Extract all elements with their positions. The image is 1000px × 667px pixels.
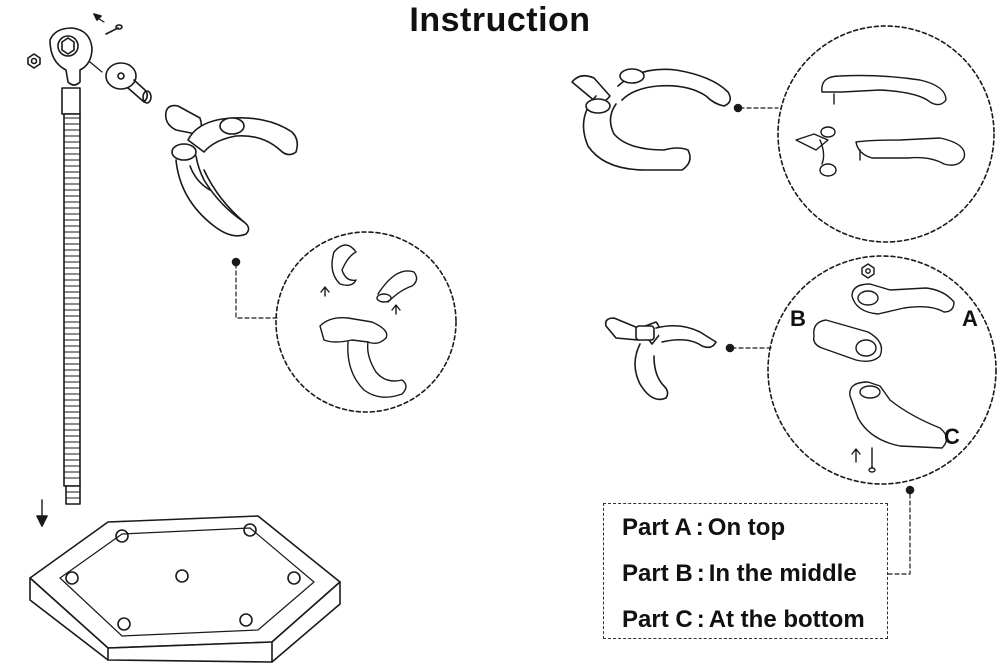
detail-callout-left	[275, 231, 457, 413]
legend-text: At the bottom	[708, 606, 865, 633]
small-screw-icon	[105, 24, 123, 35]
detail-callout-right-top	[777, 25, 995, 243]
legend-text: In the middle	[708, 560, 857, 587]
parts-legend: Part A:On top Part B:In the middle Part …	[603, 503, 888, 639]
disc-connector	[105, 62, 152, 104]
legend-sep: :	[696, 560, 705, 587]
hand-clamp-left	[164, 104, 299, 237]
legend-part: Part B	[622, 560, 693, 587]
legend-text: On top	[707, 514, 786, 541]
c-clamp	[571, 68, 732, 171]
label-c: C	[944, 424, 960, 449]
hex-nut-icon	[861, 263, 875, 279]
label-b: B	[790, 306, 806, 331]
detail-callout-right-middle	[767, 255, 997, 485]
hexagon-base	[29, 515, 341, 663]
legend-row-a: Part A:On top	[622, 514, 785, 542]
legend-row-b: Part B:In the middle	[622, 560, 857, 588]
legend-part: Part C	[622, 606, 693, 633]
legend-row-c: Part C:At the bottom	[622, 606, 865, 634]
ball-joint-head	[49, 27, 93, 86]
legend-sep: :	[695, 514, 704, 541]
flex-rod	[61, 87, 81, 505]
part-c-shape	[849, 381, 948, 449]
part-a-shape	[851, 283, 955, 315]
small-nut-icon	[27, 53, 41, 69]
legend-part: Part A	[622, 514, 692, 541]
claw-arm	[604, 317, 717, 401]
diagram-title: Instruction	[409, 1, 591, 39]
label-a: A	[962, 306, 978, 331]
legend-sep: :	[696, 606, 705, 633]
